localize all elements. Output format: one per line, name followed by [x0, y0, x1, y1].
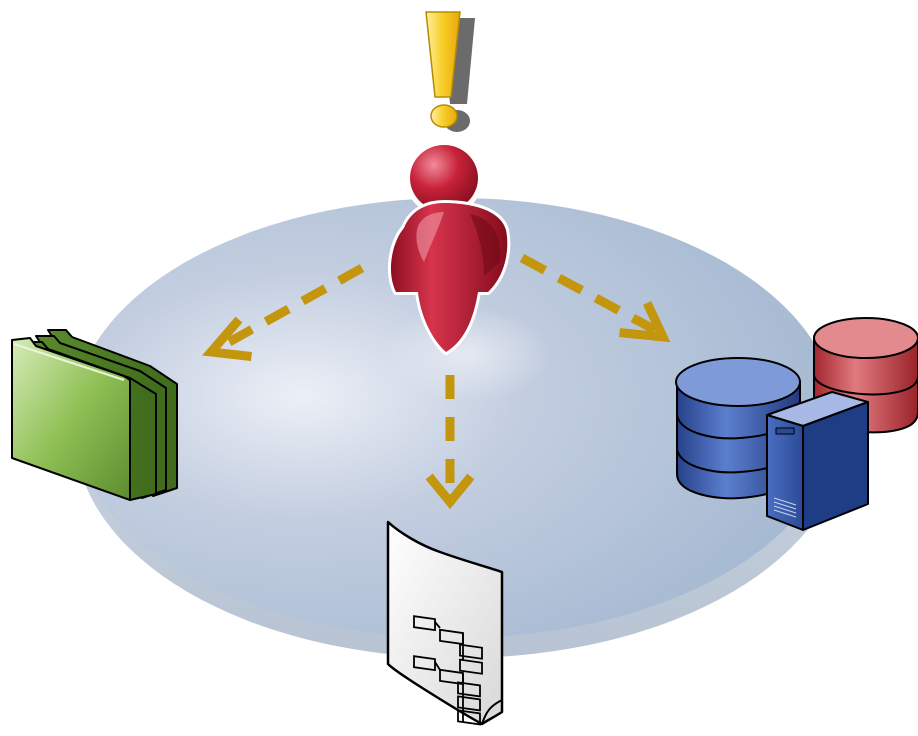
flowchart-diagram	[413, 615, 483, 726]
exclamation-icon	[425, 11, 475, 132]
user-shadow	[381, 307, 551, 403]
arrow-to-folders	[202, 264, 365, 361]
arrow-to-servers	[519, 254, 671, 343]
server-icon	[766, 391, 869, 531]
connectors	[202, 254, 671, 510]
user-icon	[387, 140, 511, 355]
folders-icon	[11, 329, 178, 501]
arrow-to-document	[425, 375, 475, 510]
flowchart-document-icon	[386, 520, 504, 726]
